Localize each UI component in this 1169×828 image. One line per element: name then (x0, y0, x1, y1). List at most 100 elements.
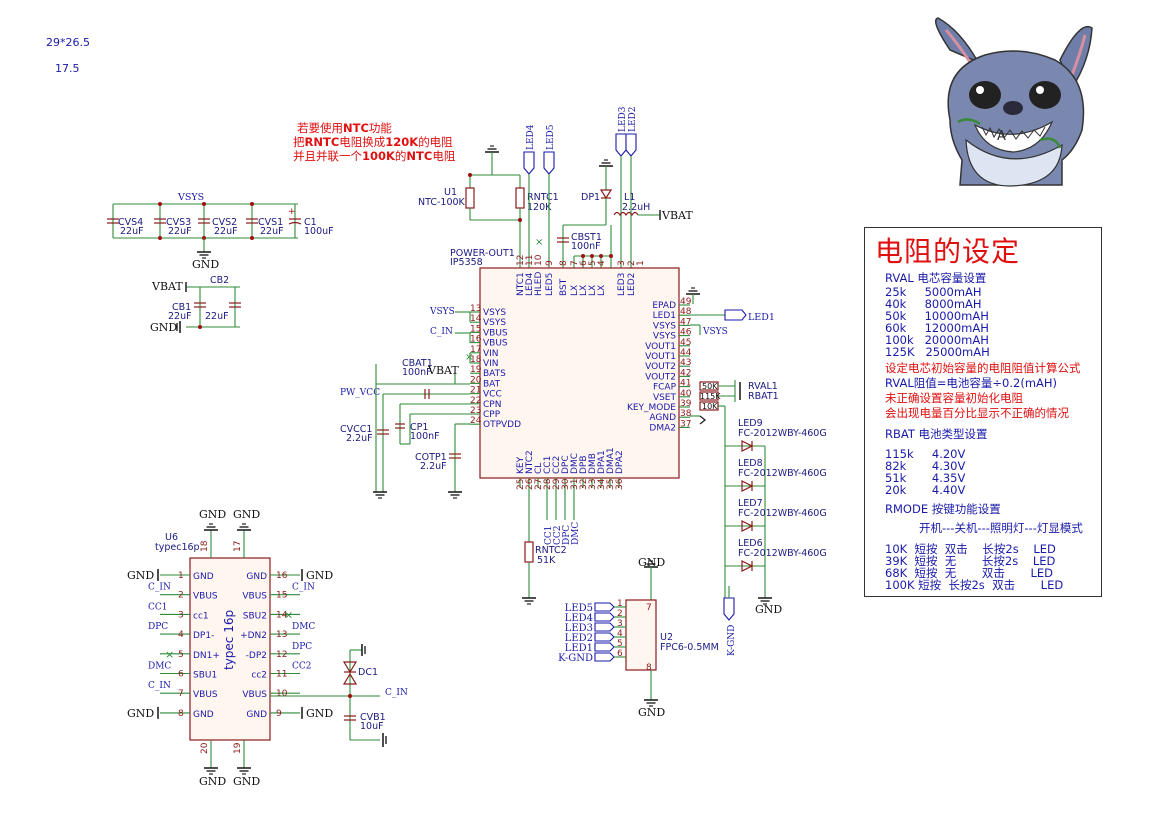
ic-pin-name: LED1 (653, 311, 676, 321)
ic-pin-name: VSYS (483, 308, 506, 318)
ic-pin-name: VSYS (483, 318, 506, 328)
ic-pin-name: LED5 (545, 273, 555, 296)
rbat-row-4: 20k 4.40V (885, 483, 966, 497)
ic-pin-number: 6 (579, 260, 589, 266)
rbat-header: RBAT 电池类型设置 (885, 427, 988, 441)
rval-row-5: 100k 20000mAH (885, 333, 989, 347)
ic-pin-number: 48 (680, 307, 692, 317)
ic-pin-number: 24 (470, 416, 482, 426)
svg-text:×: × (535, 237, 543, 248)
ic-pin-name: DMB (588, 453, 598, 474)
c-in-label-ic: C_IN (430, 327, 453, 337)
vsys-label-right: VSYS (702, 327, 728, 337)
u6-pin-number: 7 (178, 689, 184, 699)
ic-pin-name: LX (588, 285, 598, 296)
ic-pin-name: VBUS (483, 328, 508, 338)
ic-pin-number: 46 (680, 328, 692, 338)
vsys-label-top: VSYS (177, 192, 204, 203)
u2-label: U2 (660, 632, 673, 643)
led45-flags: LED4 LED5 × (523, 124, 556, 268)
ic-pin-name: VIN (483, 349, 499, 359)
u6-pin-17: 17 (233, 541, 243, 552)
u6-pin-name: GND (193, 710, 214, 720)
cotp1-value: 2.2uF (420, 461, 447, 472)
cbat1-label: CBAT1 (402, 358, 433, 369)
u6-pin-name: cc2 (251, 671, 267, 681)
u6-pin-number: 3 (178, 610, 184, 620)
rval-row-2: 40k 8000mAH (885, 297, 982, 311)
u6-pin-name: DP1- (193, 631, 214, 641)
u6-pin-name: VBUS (242, 592, 267, 602)
u6-pin-name: GND (246, 710, 267, 720)
settings-title: 电阻的设定 (875, 235, 1021, 268)
u1-value: NTC-100K (418, 197, 466, 208)
u6-pin-number: 2 (178, 591, 184, 601)
u6-pin-number: 6 (178, 670, 184, 680)
ic-top-pins: 12NTC111LED410HLED9LED58BST7LX6LX5LX4LX3… (516, 254, 646, 296)
ic-left-nets: VSYS C_IN CBAT1 100nF VBAT PW_VCC CVCC1 … (340, 307, 473, 499)
ic-pin-name: FCAP (653, 383, 677, 393)
rntc2-value: 51K (537, 555, 556, 566)
u6-pin-number: 8 (178, 709, 184, 719)
bus-dpc: DPC (562, 525, 572, 545)
cvs1-label: CVS1 (258, 217, 283, 228)
cvs4-label: CVS4 (118, 217, 143, 228)
vbat-label-left: VBAT (151, 280, 183, 293)
u6-pin-name: VBUS (193, 690, 218, 700)
ic-pin-number: 3 (617, 260, 627, 266)
rmode-header: RMODE 按键功能设置 (885, 502, 1001, 516)
ic-pin-name: LX (579, 285, 589, 296)
cbst1-label: CBST1 (571, 232, 602, 243)
ic-pin-name: VOUT2 (645, 372, 676, 382)
fpc-net-label: LED4 (565, 613, 593, 624)
ic-pin-number: 2 (627, 260, 637, 266)
rval-header: RVAL 电芯容量设置 (885, 271, 987, 285)
rmode-sub: 开机---关机---照明灯---灯显模式 (919, 521, 1083, 535)
ic-pin-name: DPA1 (597, 450, 607, 474)
pw-vcc-label: PW_VCC (340, 388, 380, 398)
fpc-net-label: LED3 (565, 623, 593, 634)
c-in-label-dc: C_IN (385, 688, 408, 698)
l1-value: 2.2uH (622, 202, 650, 213)
c1-label: C1 (304, 217, 317, 228)
u6-pin-number: 1 (178, 571, 184, 581)
fpc-pin-8: 8 (646, 663, 652, 673)
u6-pin-name: VBUS (193, 592, 218, 602)
led9-label: LED9 (738, 418, 763, 429)
led32-inductor: LED3 LED2 DP1 VBAT L1 2.2uH CBST1 100nF (557, 106, 693, 268)
u6-pin-number: 11 (276, 670, 287, 680)
u6-pin-number: 16 (276, 571, 288, 581)
ic-pin-number: 26 (525, 478, 535, 490)
ic-pin-number: 42 (680, 368, 691, 378)
ntc-section: U1 NTC-100K RNTC1 120K (418, 145, 559, 268)
fpc-net-label: LED1 (565, 643, 593, 654)
led4-flag: LED4 (526, 124, 536, 150)
ic-pin-number: 18 (470, 355, 482, 365)
ic-pin-number: 17 (470, 345, 481, 355)
fpc-net-label: LED5 (565, 603, 593, 614)
cp1-label: CP1 (410, 422, 428, 433)
u6-pin-name: cc1 (193, 611, 209, 621)
vbat-label-ic: VBAT (427, 364, 459, 377)
ic-pin-number: 12 (516, 255, 526, 266)
ic-pin-name: VSET (653, 393, 677, 403)
u6-pin-18: 18 (200, 540, 210, 552)
ntc-note-line3: 并且并联一个100K的NTC电阻 (293, 149, 456, 163)
rval1-label: RVAL1 (748, 381, 778, 392)
u6-left-gnd: GND (127, 707, 154, 720)
rbat-row-2: 82k 4.30V (885, 459, 966, 473)
gnd-label-u6-bot1: GND (199, 775, 226, 788)
typec-center-label: typec 16p (222, 610, 236, 670)
u6-right-gnd: GND (306, 707, 333, 720)
dc1-cvb1: C_IN DC1 CVB1 10uF (270, 644, 408, 747)
ic-pin-number: 15 (470, 324, 481, 334)
gnd-label-fpc-bottom: GND (638, 706, 665, 719)
vbat-label-inductor: VBAT (661, 209, 693, 222)
fpc-net-label: LED2 (565, 633, 593, 644)
ic-pin-number: 30 (561, 478, 571, 490)
u6-pin-20: 20 (200, 742, 210, 754)
ic-pin-name: CL (534, 463, 544, 474)
